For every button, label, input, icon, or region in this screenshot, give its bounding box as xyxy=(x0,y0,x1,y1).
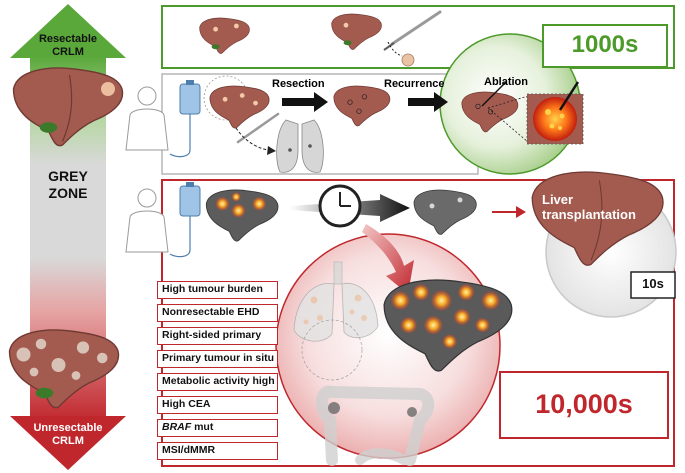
chemotherapy-iv-bag-icon-2 xyxy=(169,182,201,258)
grey-zone-label: GREY ZONE xyxy=(28,168,108,202)
unresectable-count: 10,000s xyxy=(535,389,633,419)
risk-factor-item: Primary tumour in situ xyxy=(157,350,278,368)
resectable-label-line1: Resectable xyxy=(38,33,98,45)
patient-outline-icon-2 xyxy=(125,188,169,253)
resectable-liver-image xyxy=(12,67,124,147)
risk-factor-item: Nonresectable EHD xyxy=(157,304,278,322)
liver-multiple-metastases-icon xyxy=(205,189,279,242)
liver-after-resection-icon xyxy=(333,85,391,127)
transplant-label-line1: Liver xyxy=(542,192,574,207)
unresectable-count-box xyxy=(499,371,669,439)
resected-tissue-icon xyxy=(401,53,415,67)
liver-after-time-icon xyxy=(413,189,477,235)
resectable-label-line2: CRLM xyxy=(52,46,84,58)
advanced-liver-metastases-image xyxy=(383,279,513,373)
grey-zone-label-line1: GREY xyxy=(48,168,88,184)
risk-factor-item: Metabolic activity high xyxy=(157,373,278,391)
transplant-count: 10s xyxy=(642,276,664,291)
unresectable-label-line1: Unresectable xyxy=(33,422,103,434)
lungs-metastases-icon xyxy=(293,261,379,342)
recurrence-arrow xyxy=(408,92,448,112)
resectable-label: Resectable CRLM xyxy=(28,33,108,59)
scalpel-icon xyxy=(383,10,442,51)
resectable-count-box xyxy=(542,24,668,68)
risk-factor-text: Right-sided primary xyxy=(162,329,262,341)
risk-factor-text: MSI/dMMR xyxy=(162,444,216,456)
risk-factor-item: High tumour burden xyxy=(157,281,278,299)
risk-factor-italic: BRAF xyxy=(162,421,192,433)
risk-factor-text: Nonresectable EHD xyxy=(162,306,260,318)
lung-icon xyxy=(276,119,324,173)
progression-arrow xyxy=(362,224,414,294)
risk-factor-item: BRAF mut xyxy=(157,419,278,437)
risk-factor-text: Metabolic activity high xyxy=(162,375,275,387)
unresectable-label-line2: CRLM xyxy=(52,435,84,447)
risk-factor-text: High tumour burden xyxy=(162,283,263,295)
unresectable-liver-image xyxy=(8,329,120,409)
liver-recurrence-icon xyxy=(461,91,519,133)
colon-primary-tumour-icon xyxy=(301,319,435,466)
to-transplant-arrow xyxy=(492,206,526,218)
patient-outline-icon xyxy=(125,86,169,151)
recurrence-label: Recurrence xyxy=(384,78,445,90)
risk-factor-item: High CEA xyxy=(157,396,278,414)
risk-factor-text: High CEA xyxy=(162,398,211,410)
risk-factor-text: Primary tumour in situ xyxy=(162,352,275,364)
liver-resection-icon xyxy=(331,13,382,50)
resection-arrow xyxy=(282,92,328,112)
risk-factor-text: mut xyxy=(191,421,214,433)
unresectable-label: Unresectable CRLM xyxy=(20,422,116,448)
transplant-label-line2: transplantation xyxy=(542,207,636,222)
ablation-label: Ablation xyxy=(484,76,528,88)
clock-icon xyxy=(318,184,362,228)
resectable-count: 1000s xyxy=(571,31,639,58)
resection-label: Resection xyxy=(272,78,325,90)
ablation-probe-icon xyxy=(481,81,507,107)
risk-factor-item: MSI/dMMR xyxy=(157,442,278,460)
ablation-zoom-icon xyxy=(487,81,584,145)
transplant-liver-image xyxy=(531,171,665,267)
risk-factor-item: Right-sided primary xyxy=(157,327,278,345)
grey-zone-label-line2: ZONE xyxy=(48,185,88,201)
transplant-label: Liver transplantation xyxy=(542,192,636,222)
transplant-count-box xyxy=(630,271,676,299)
liver-after-chemotherapy-icon xyxy=(209,85,270,129)
liver-with-few-metastases-icon xyxy=(199,17,250,54)
chemotherapy-iv-bag-icon xyxy=(169,80,201,158)
